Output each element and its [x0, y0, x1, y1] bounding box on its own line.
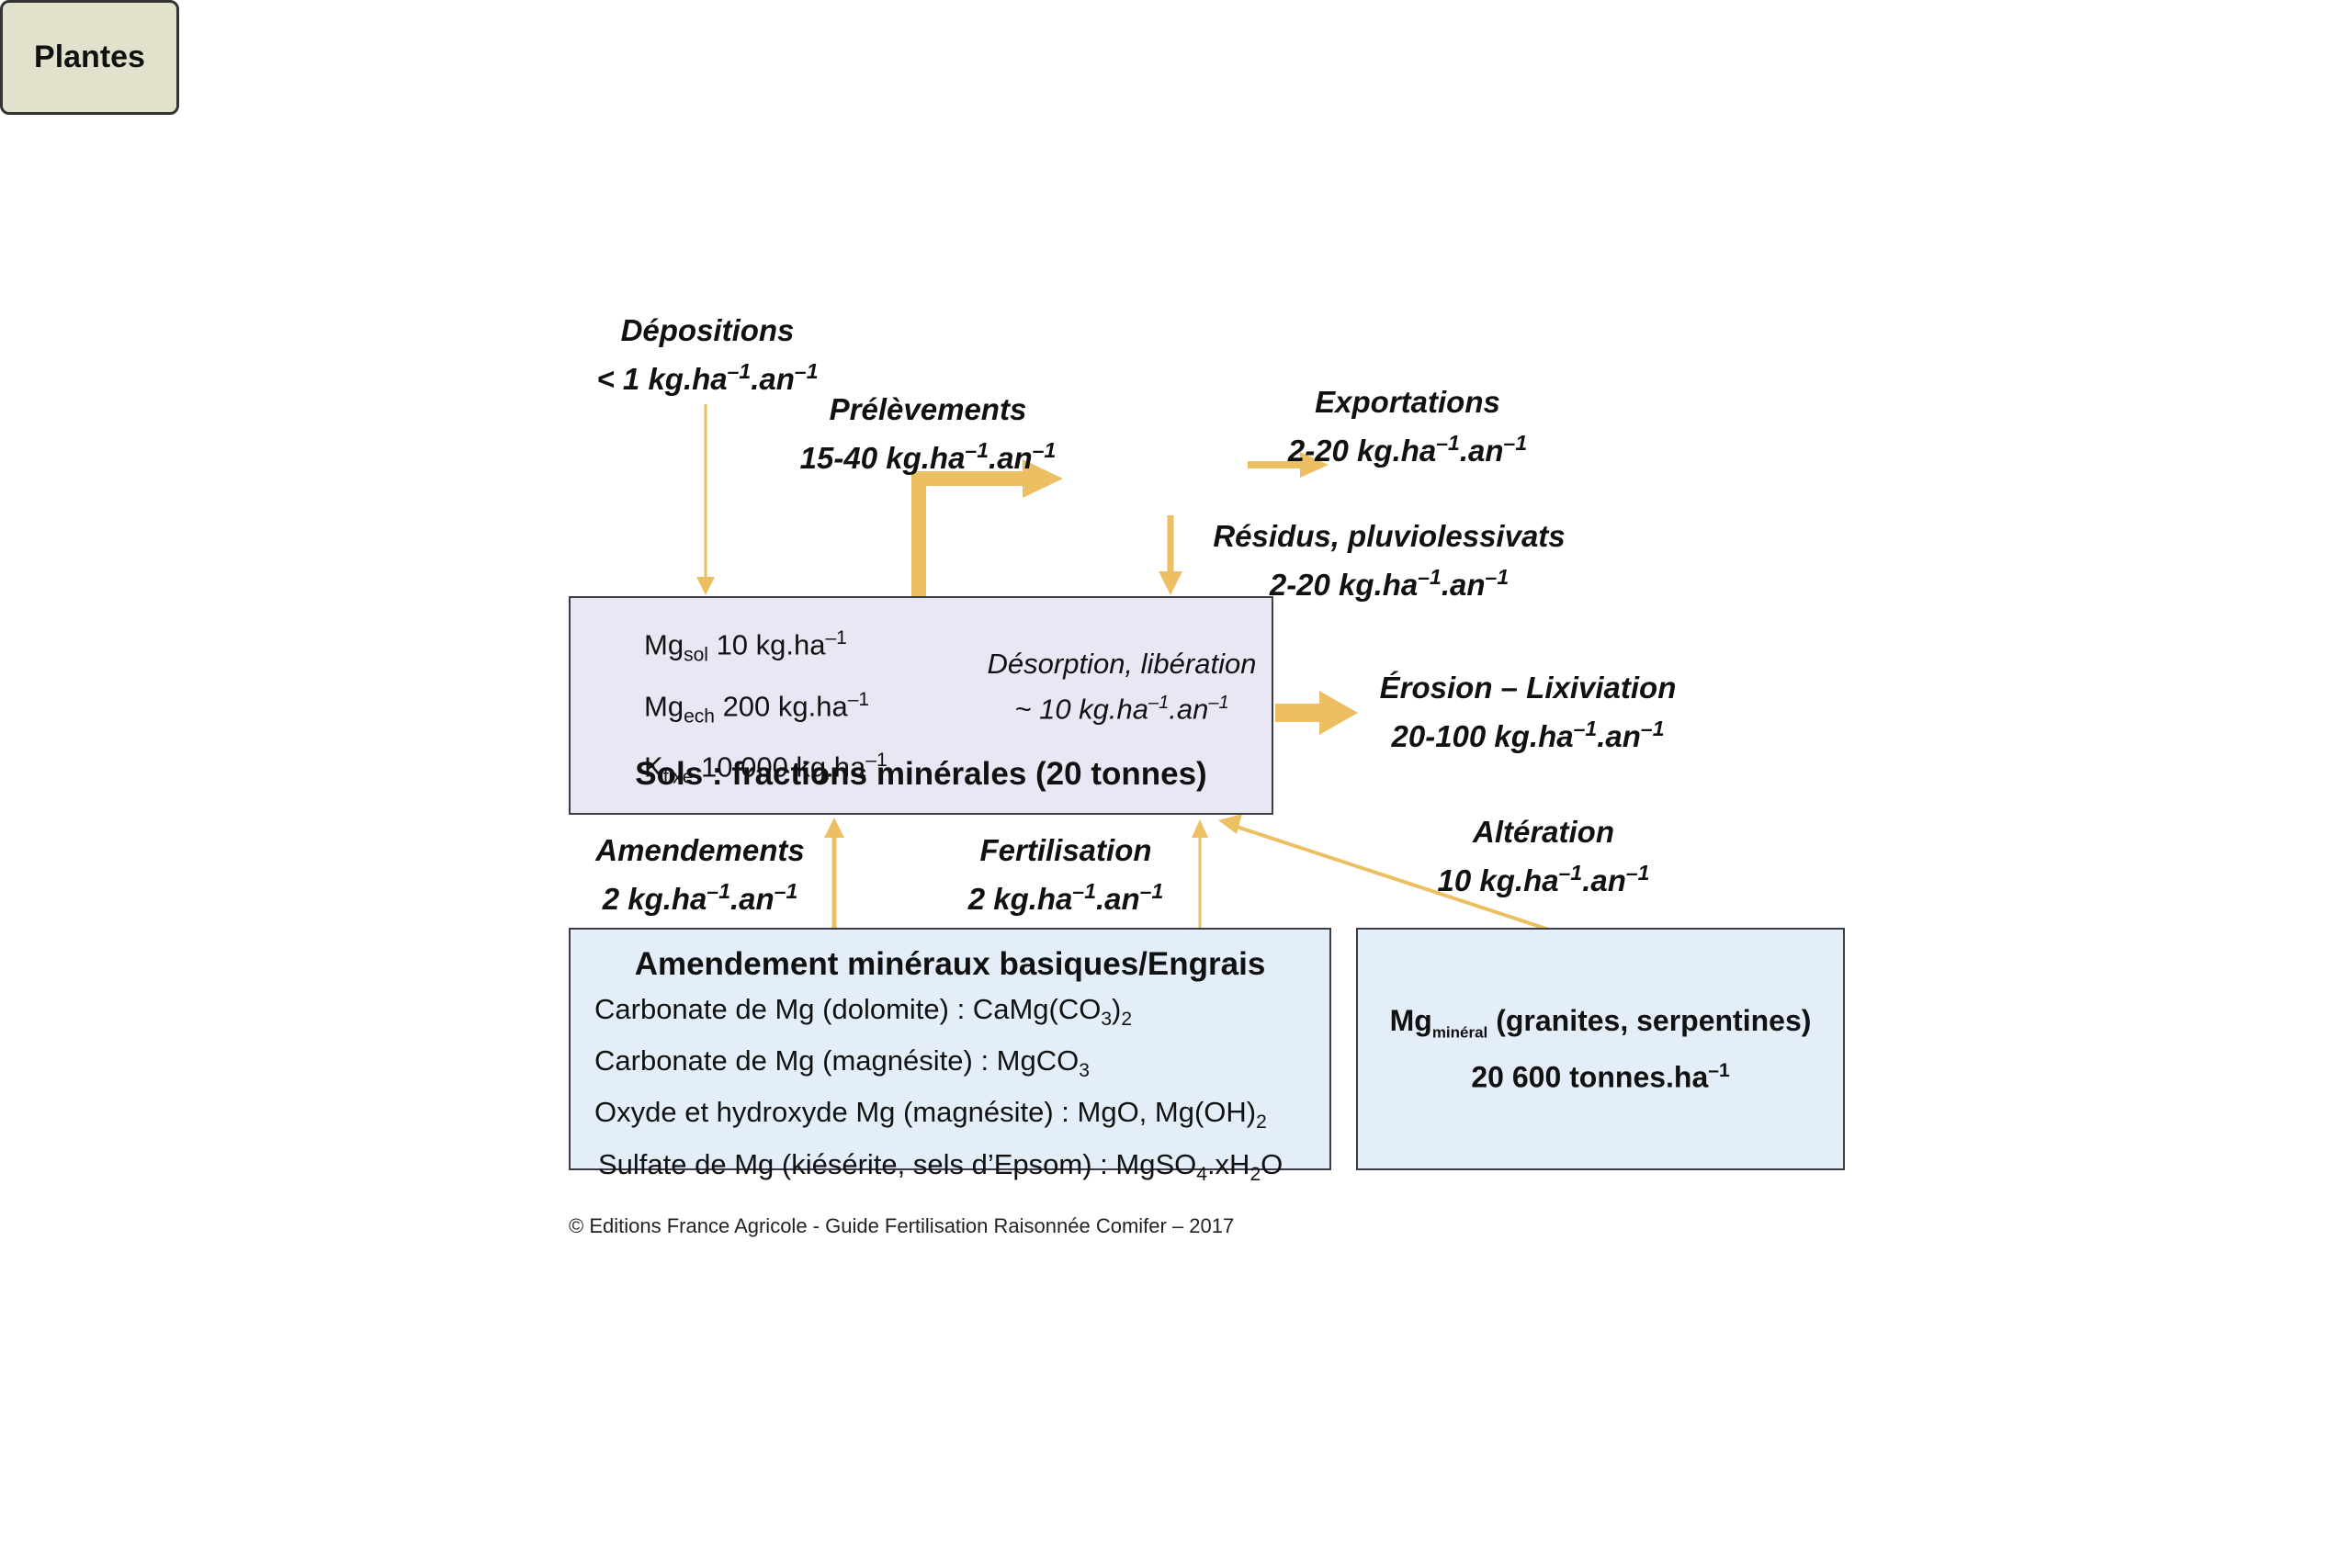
- amendement-title: Amendement minéraux basiques/Engrais: [634, 946, 1266, 982]
- mg-mineral-name: Mgminéral (granites, serpentines): [1389, 1003, 1812, 1042]
- label-exportations-name: Exportations: [1315, 385, 1500, 419]
- copyright-credit: © Editions France Agricole - Guide Ferti…: [569, 1214, 1235, 1237]
- amendement-box: Amendement minéraux basiques/Engrais Car…: [569, 928, 1331, 1185]
- desorption-label: Désorption, libération ~ 10 kg.ha–1.an–1: [966, 644, 1278, 728]
- label-erosion: Érosion – Lixiviation 20-100 kg.ha–1.an–…: [1358, 668, 1698, 757]
- arrow-fertilisation: [1192, 819, 1208, 928]
- arrow-alteration: [1218, 814, 1550, 931]
- label-amendements-value-line: 2 kg.ha–1.an–1: [602, 879, 798, 916]
- mg-mineral-box: Mgminéral (granites, serpentines) 20 600…: [1356, 928, 1845, 1170]
- label-fertilisation-name: Fertilisation: [979, 833, 1152, 867]
- arrow-amendements: [824, 818, 844, 928]
- desorption-title: Désorption, libération: [987, 648, 1257, 680]
- label-residus-name: Résidus, pluviolessivats: [1213, 519, 1566, 553]
- amendement-line: Carbonate de Mg (dolomite) : CaMg(CO3)2: [594, 993, 1133, 1031]
- label-depositions-name: Dépositions: [620, 313, 795, 347]
- label-alteration: Altération 10 kg.ha–1.an–1: [1406, 812, 1681, 901]
- plantes-box: Plantes: [0, 0, 179, 115]
- amendement-line: Oxyde et hydroxyde Mg (magnésite) : MgO,…: [594, 1096, 1267, 1134]
- arrow-erosion: [1275, 691, 1358, 735]
- label-alteration-value-line: 10 kg.ha–1.an–1: [1437, 861, 1650, 897]
- plantes-label: Plantes: [34, 39, 145, 74]
- label-amendements-name: Amendements: [595, 833, 805, 867]
- sols-box: Mgsol 10 kg.ha–1 Mgech 200 kg.ha–1 Kfixé…: [569, 596, 1273, 815]
- label-fertilisation-value-line: 2 kg.ha–1.an–1: [967, 879, 1164, 916]
- sols-title: Sols : fractions minérales (20 tonnes): [635, 756, 1207, 792]
- mg-mineral-value: 20 600 tonnes.ha–1: [1471, 1060, 1730, 1095]
- label-residus: Résidus, pluviolessivats 2-20 kg.ha–1.an…: [1196, 516, 1582, 605]
- label-depositions: Dépositions < 1 kg.ha–1.an–1: [551, 310, 864, 400]
- label-fertilisation: Fertilisation 2 kg.ha–1.an–1: [928, 830, 1204, 919]
- label-erosion-name: Érosion – Lixiviation: [1379, 671, 1677, 705]
- arrow-depositions: [696, 404, 715, 595]
- desorption-value-line: ~ 10 kg.ha–1.an–1: [1014, 693, 1229, 726]
- label-exportations: Exportations 2-20 kg.ha–1.an–1: [1251, 382, 1564, 471]
- arrow-exportations: [1248, 452, 1329, 478]
- amendement-line: Carbonate de Mg (magnésite) : MgCO3: [594, 1044, 1090, 1082]
- arrow-residus: [1159, 515, 1182, 595]
- label-erosion-value-line: 20-100 kg.ha–1.an–1: [1391, 716, 1665, 753]
- label-depositions-value-line: < 1 kg.ha–1.an–1: [596, 359, 819, 396]
- label-exportations-value-line: 2-20 kg.ha–1.an–1: [1287, 431, 1528, 468]
- sols-pool-line: Mgech 200 kg.ha–1: [644, 688, 870, 728]
- sols-pool-list: Mgsol 10 kg.ha–1 Mgech 200 kg.ha–1 Kfixé…: [644, 616, 888, 800]
- label-prelevements-value-line: 15-40 kg.ha–1.an–1: [799, 438, 1057, 475]
- amendement-list: Carbonate de Mg (dolomite) : CaMg(CO3)2 …: [571, 988, 1329, 1195]
- amendement-line: Sulfate de Mg (kiésérite, sels d’Epsom) …: [598, 1147, 1283, 1185]
- sols-pool-line: Mgsol 10 kg.ha–1: [644, 627, 847, 666]
- arrow-prelevements: [911, 459, 1063, 596]
- label-residus-value-line: 2-20 kg.ha–1.an–1: [1269, 565, 1510, 602]
- label-prelevements-name: Prélèvements: [829, 392, 1027, 426]
- sols-pool-line: Kfixé 10 000 kg.ha–1: [644, 750, 888, 788]
- label-amendements: Amendements 2 kg.ha–1.an–1: [562, 830, 838, 919]
- label-prelevements: Prélèvements 15-40 kg.ha–1.an–1: [772, 389, 1084, 479]
- label-alteration-name: Altération: [1472, 815, 1614, 849]
